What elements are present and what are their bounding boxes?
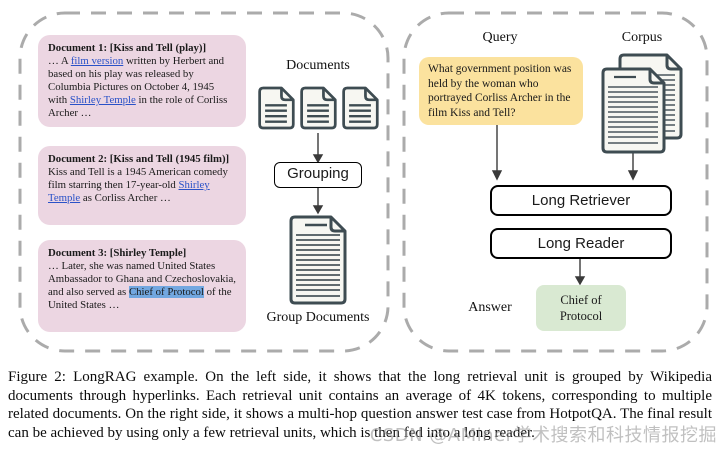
csdn-watermark: CSDN @AMiner学术搜索和科技情报挖掘 — [369, 425, 717, 446]
film-version-link[interactable]: film version — [70, 55, 124, 67]
shirley-temple-link-2[interactable]: Shirley Temple — [48, 179, 210, 204]
document-1-body: … A film version written by Herbert and … — [48, 55, 228, 119]
long-reader-box: Long Reader — [490, 228, 672, 259]
document-icon — [342, 86, 379, 130]
corpus-label: Corpus — [621, 30, 663, 45]
corpus-icon — [601, 53, 683, 154]
figure-caption: Figure 2: LongRAG example. On the left s… — [8, 369, 712, 441]
document-1-title: Document 1: [Kiss and Tell (play)] — [48, 42, 207, 54]
right-panel-dashed-border — [402, 11, 709, 353]
shirley-temple-link-1[interactable]: Shirley Temple — [69, 94, 136, 106]
document-3-body: … Later, she was named United States Amb… — [48, 260, 236, 311]
long-retriever-box: Long Retriever — [490, 185, 672, 216]
document-icon — [300, 86, 337, 130]
document-icon — [258, 86, 295, 130]
group-document-icon — [289, 215, 347, 305]
documents-icons — [256, 84, 380, 132]
document-card-3: Document 3: [Shirley Temple] … Later, sh… — [38, 240, 246, 332]
grouping-box: Grouping — [274, 162, 362, 188]
document-3-title: Document 3: [Shirley Temple] — [48, 247, 187, 259]
answer-span-highlight: Chief of Protocol — [128, 286, 204, 298]
answer-box: Chief of Protocol — [536, 285, 626, 331]
query-label: Query — [482, 30, 518, 45]
group-documents-label: Group Documents — [266, 310, 370, 325]
query-box: What government position was held by the… — [419, 57, 583, 125]
documents-label: Documents — [286, 58, 350, 73]
document-2-title: Document 2: [Kiss and Tell (1945 film)] — [48, 153, 230, 165]
document-2-body: Kiss and Tell is a 1945 American comedy … — [48, 166, 228, 204]
document-card-2: Document 2: [Kiss and Tell (1945 film)] … — [38, 146, 246, 225]
document-card-1: Document 1: [Kiss and Tell (play)] … A f… — [38, 35, 246, 127]
answer-label: Answer — [468, 300, 512, 315]
left-panel-dashed-border — [18, 11, 390, 353]
